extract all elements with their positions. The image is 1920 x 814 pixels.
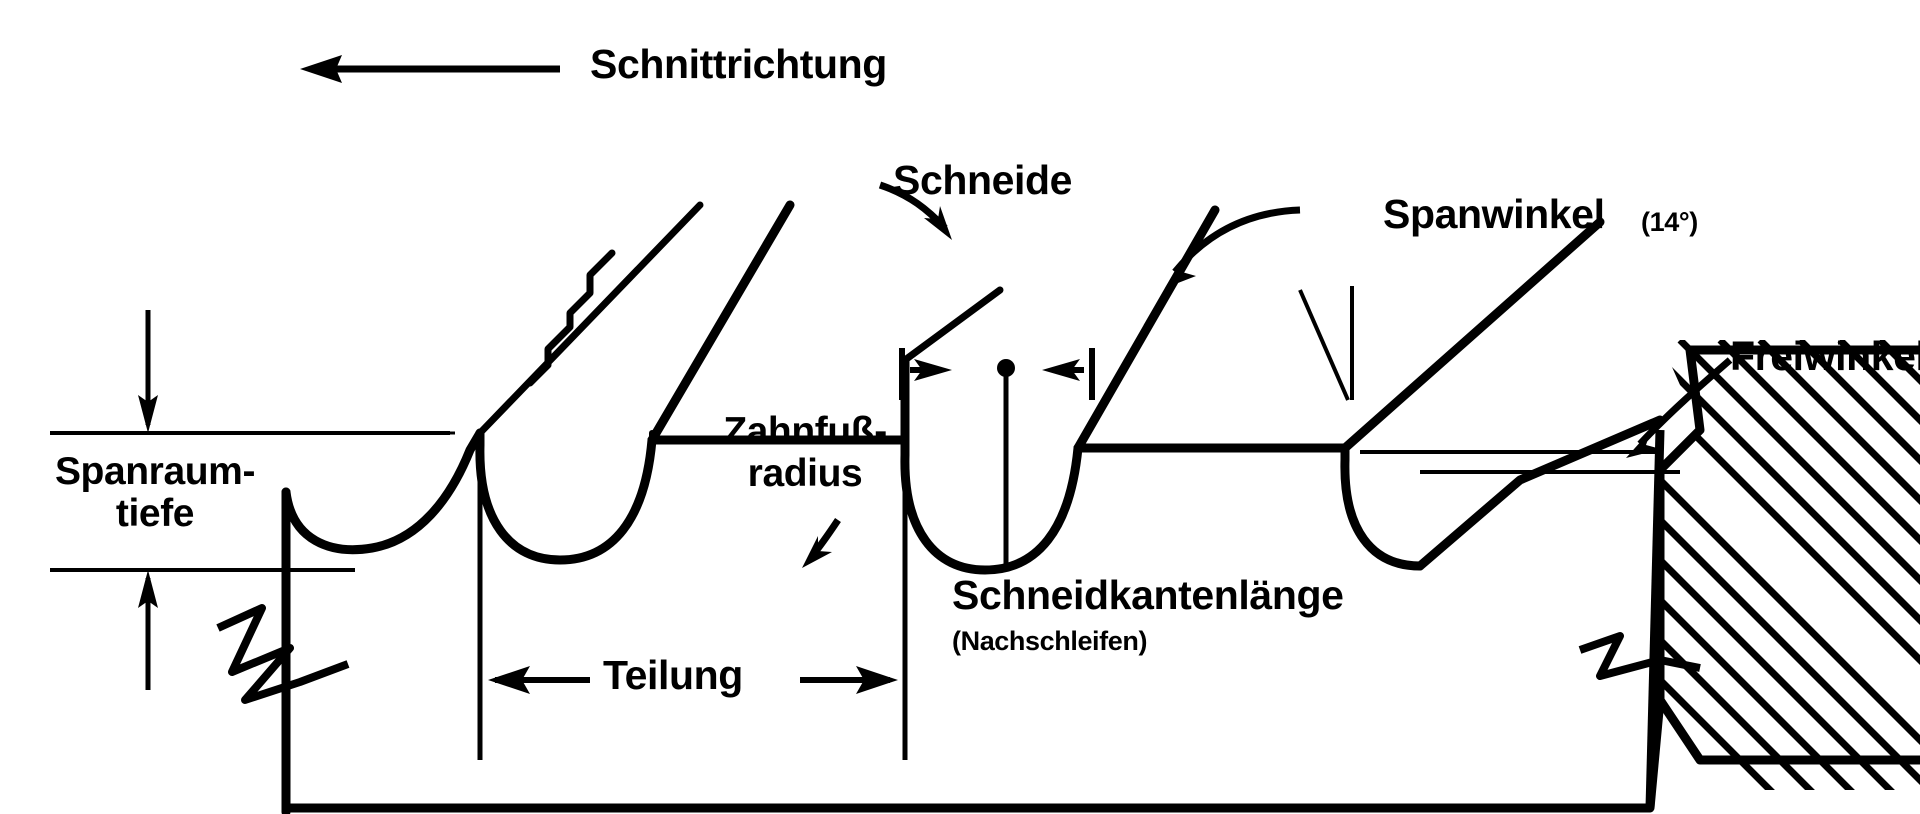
freiwinkel-leader xyxy=(1626,357,1733,458)
schneide-leader xyxy=(878,181,952,240)
schneidkantenlaenge-dimension xyxy=(899,348,1095,568)
label-schneidkantenlaenge: Schneidkantenlänge xyxy=(952,572,1344,618)
label-schnittrichtung: Schnittrichtung xyxy=(590,41,887,87)
label-spanraumtiefe-line1: Spanraum- xyxy=(54,450,256,493)
label-zahnfussradius-line2: radius xyxy=(747,452,863,495)
spanwinkel-leader xyxy=(1165,206,1354,401)
label-freiwinkel: Freiwinkel xyxy=(1730,333,1920,379)
zahnfussradius-leader xyxy=(802,518,841,568)
label-teilung: Teilung xyxy=(603,652,743,698)
teilung-dimension xyxy=(477,445,908,760)
label-spanwinkel-value: (14°) xyxy=(1641,207,1698,237)
blade-body xyxy=(281,200,1665,814)
break-symbol-left xyxy=(216,604,350,704)
label-spanraumtiefe-line2: tiefe xyxy=(115,492,195,535)
break-symbol-right xyxy=(1578,632,1701,680)
label-schneide: Schneide xyxy=(893,157,1073,203)
label-zahnfussradius-line1: Zahnfuß- xyxy=(723,410,887,453)
cut-direction-arrow xyxy=(300,55,560,83)
section-hatch-region xyxy=(1645,340,1920,809)
tooth-land-lines xyxy=(1360,450,1680,474)
label-spanwinkel: Spanwinkel xyxy=(1383,191,1605,237)
label-schneidkantenlaenge-note: (Nachschleifen) xyxy=(952,626,1148,656)
